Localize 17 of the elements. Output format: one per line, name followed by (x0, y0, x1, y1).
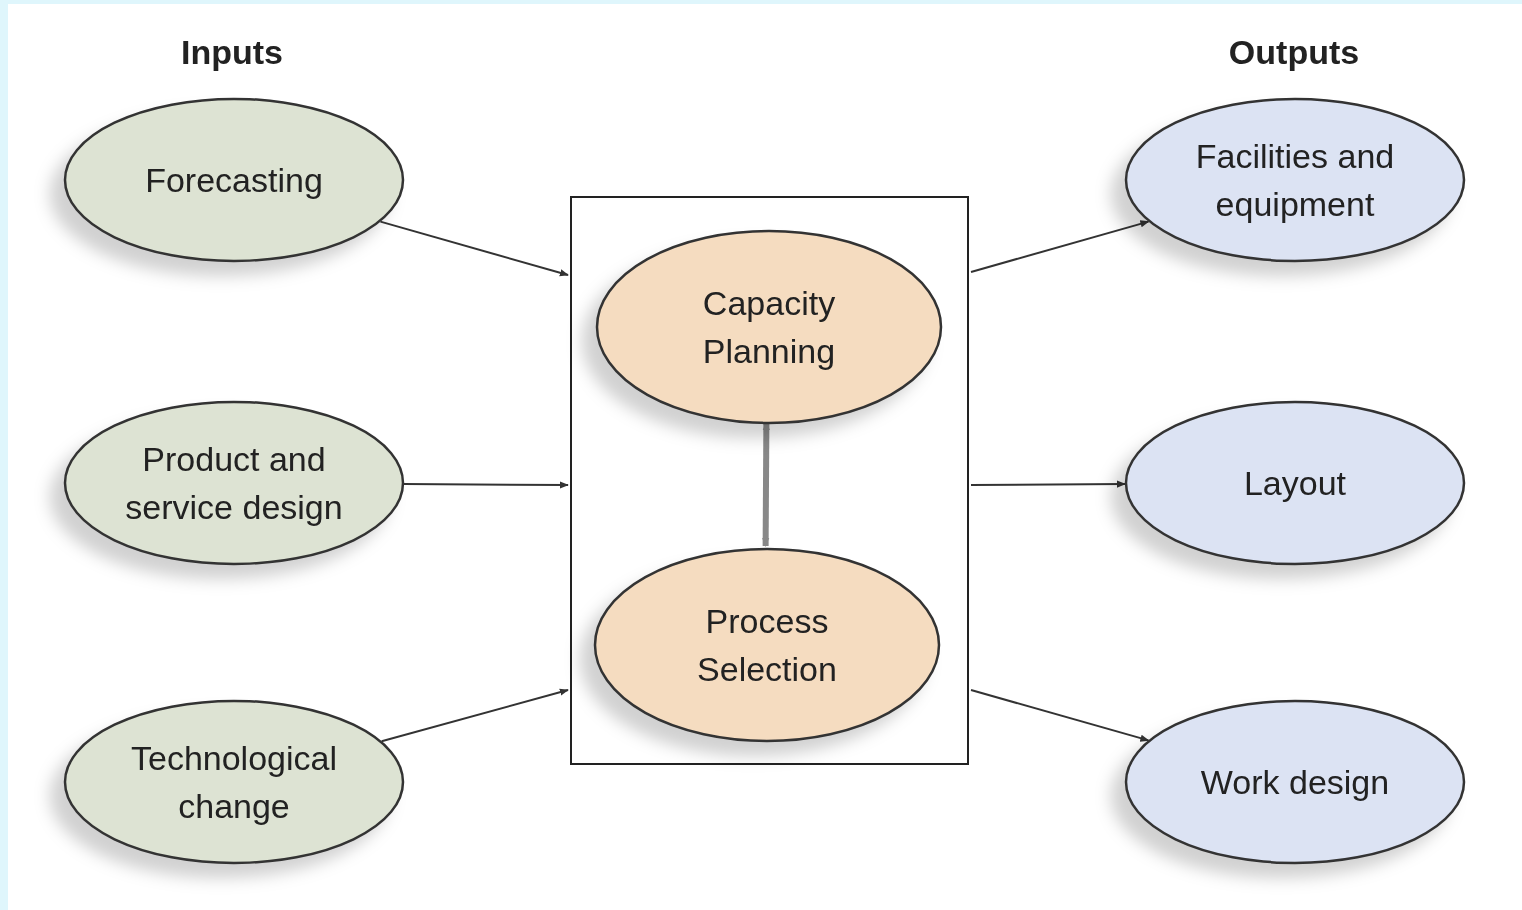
arrow (970, 689, 1150, 742)
column-heading: Inputs (181, 32, 283, 72)
node-label: Technological change (130, 738, 338, 827)
node-label: Process Selection (696, 601, 838, 690)
node-label: Product and service design (124, 439, 344, 528)
node-label: Layout (1243, 463, 1347, 504)
arrow (380, 688, 569, 743)
arrow (379, 220, 569, 277)
frame-box (570, 196, 969, 765)
node-label: Facilities and equipment (1194, 136, 1396, 225)
arrow (403, 481, 569, 489)
node-label: Work design (1200, 762, 1390, 803)
arrow (970, 480, 1126, 488)
column-heading: Outputs (1228, 32, 1360, 72)
node-label: Capacity Planning (701, 283, 837, 372)
node-label: Forecasting (145, 160, 323, 201)
arrow (970, 220, 1150, 273)
